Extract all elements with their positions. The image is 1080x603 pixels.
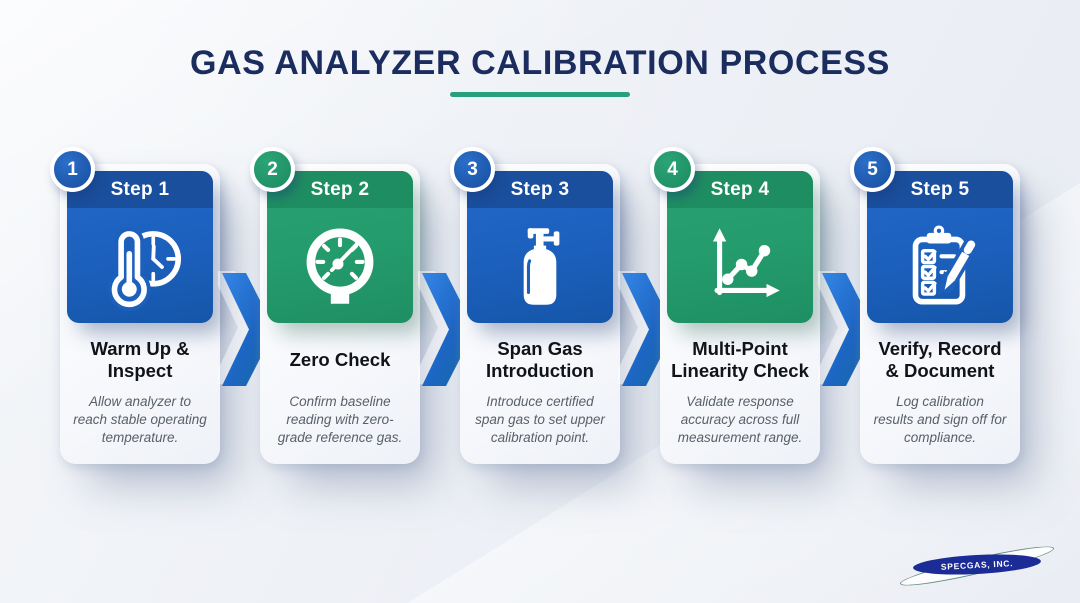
step-3-label: Step 3 [467,171,613,208]
step-1-description: Allow analyzer to reach stable operating… [73,394,207,445]
step-number: 5 [867,158,878,180]
step-column-4: Multi-Point Linearity Check Validate res… [650,146,820,476]
pressure-gauge-icon [306,228,374,304]
step-column-1: Warm Up & Inspect Allow analyzer to reac… [50,146,220,476]
step-5-title: Verify, Record & Document [878,338,1002,381]
step-number: 1 [67,158,78,180]
step-number: 4 [667,158,678,180]
step-3-number-badge: 3 [450,147,495,192]
step-4-title: Multi-Point Linearity Check [671,338,809,381]
step-2-header: Step 2 [267,171,413,323]
step-column-2: Zero Check Confirm baseline reading with… [250,146,420,476]
step-5-number-badge: 5 [850,147,895,192]
step-3-title: Span Gas Introduction [486,338,594,381]
step-2-title: Zero Check [289,349,391,371]
thermometer-clock-icon [107,226,182,311]
step-4-number-badge: 4 [650,147,695,192]
step-column-5: Verify, Record & Document Log calibratio… [850,146,1020,476]
step-2-number-badge: 2 [250,147,295,192]
step-1-title: Warm Up & Inspect [90,338,190,381]
step-1-number-badge: 1 [50,147,95,192]
step-1-header: Step 1 [67,171,213,323]
step-number: 3 [467,158,478,180]
logo-pill: SPECGAS, INC. [912,551,1042,578]
title-underline [450,92,630,97]
step-5-description: Log calibration results and sign off for… [873,394,1007,445]
gas-cylinder-icon [523,227,560,305]
clipboard-pencil-icon [912,225,980,305]
step-3-header: Step 3 [467,171,613,323]
step-2-description: Confirm baseline reading with zero- grad… [277,394,403,445]
page-title: GAS ANALYZER CALIBRATION PROCESS [190,44,890,82]
step-4-header: Step 4 [667,171,813,323]
line-chart-icon [712,227,780,297]
step-number: 2 [267,158,278,180]
step-3-description: Introduce certified span gas to set uppe… [475,394,605,445]
step-4-description: Validate response accuracy across full m… [677,394,803,445]
logo-text: SPECGAS, INC. [940,557,1014,572]
step-column-3: Span Gas Introduction Introduce certifie… [450,146,620,476]
logo-specgas: SPECGAS, INC. [892,539,1062,592]
step-5-header: Step 5 [867,171,1013,323]
